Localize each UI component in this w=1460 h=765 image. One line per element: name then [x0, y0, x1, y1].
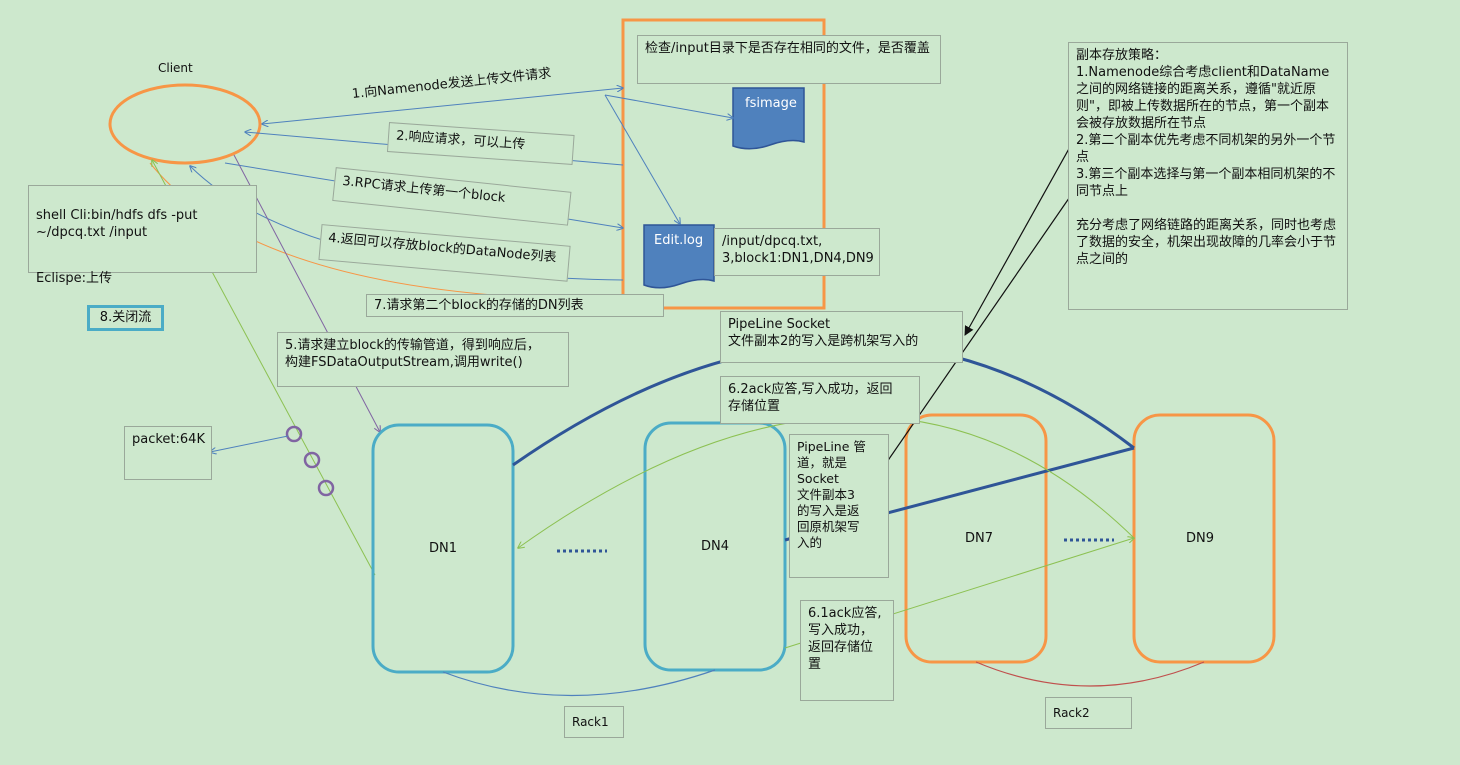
rack2-label: Rack2	[1045, 697, 1132, 729]
packet-circle	[317, 479, 335, 497]
pipeline-socket-note: PipeLine Socket 文件副本2的写入是跨机架写入的	[720, 311, 963, 363]
check-note: 检查/input目录下是否存在相同的文件，是否覆盖	[637, 35, 941, 84]
datanode-dn4-label: DN4	[700, 539, 729, 554]
packet-label: packet:64K	[124, 426, 212, 480]
shell-command-box: shell Cli:bin/hdfs dfs -put ~/dpcq.txt /…	[28, 185, 257, 286]
packet-circle	[285, 425, 303, 443]
eclipse-command: Eclispe:上传	[36, 271, 112, 286]
arrow-policy-to-socket	[964, 119, 1086, 336]
rack1-label: Rack1	[564, 706, 624, 738]
arrow-to-fsimage	[604, 94, 733, 118]
fsimage-label: fsimage	[745, 96, 797, 111]
replica-policy-note: 副本存放策略： 1.Namenode综合考虑client和DataName之间的…	[1068, 42, 1348, 310]
client-label: Client	[158, 61, 193, 75]
datanode-dn7-label: DN7	[964, 531, 993, 546]
step-5-label: 5.请求建立block的传输管道，得到响应后， 构建FSDataOutputSt…	[277, 332, 569, 387]
step-6-2-label: 6.2ack应答,写入成功，返回 存储位置	[720, 376, 920, 424]
namenode-box	[621, 18, 826, 310]
rack1-curve	[442, 669, 716, 697]
step-6-1-label: 6.1ack应答, 写入成功， 返回存储位 置	[800, 600, 894, 701]
editlog-doc-shape	[643, 224, 715, 289]
arrow-request-upload	[262, 88, 623, 124]
step-7-label: 7.请求第二个block的存储的DN列表	[366, 294, 664, 317]
editlog-entry: /input/dpcq.txt, 3,block1:DN1,DN4,DN9	[714, 228, 880, 276]
fsimage-doc-shape	[732, 87, 805, 150]
arrow-to-packet	[210, 435, 289, 452]
editlog-label: Edit.log	[654, 233, 704, 248]
client-node	[108, 83, 262, 165]
pipeline-note: PipeLine 管 道，就是 Socket 文件副本3 的写入是返 回原机架写…	[789, 434, 889, 578]
rack2-curve	[975, 661, 1205, 687]
datanode-dn1-label: DN1	[428, 541, 457, 556]
datanode-dn9-label: DN9	[1185, 531, 1214, 546]
shell-command: shell Cli:bin/hdfs dfs -put ~/dpcq.txt /…	[36, 208, 198, 240]
packet-circle	[303, 451, 321, 469]
step-8-close-stream: 8.关闭流	[87, 305, 164, 331]
arrow-to-editlog	[604, 94, 680, 224]
